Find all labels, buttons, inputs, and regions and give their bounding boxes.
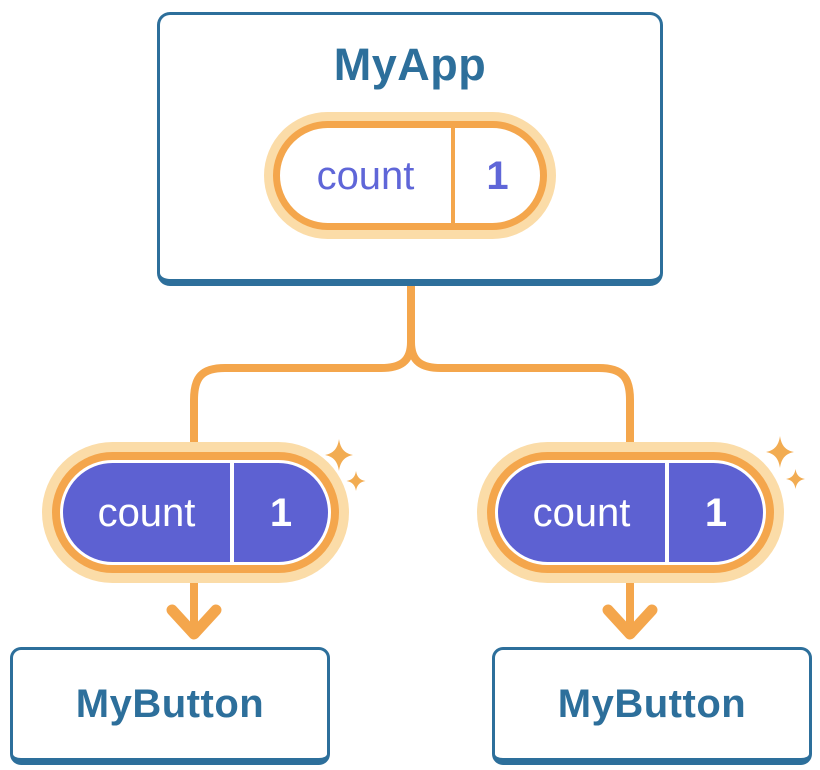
pill-value: 1 — [269, 490, 293, 535]
pill-label: count — [316, 153, 415, 198]
prop-pill-left: count 1 — [60, 460, 331, 565]
sparkle-icon — [766, 436, 794, 468]
prop-pill-right: count 1 — [495, 460, 766, 565]
pill-divider — [451, 128, 455, 223]
component-card-mybutton-right: MyButton — [492, 647, 812, 765]
state-pill: count 1 — [273, 121, 547, 230]
sparkle-icon — [786, 469, 805, 489]
component-title: MyApp — [333, 39, 487, 90]
pill-label: count — [97, 490, 196, 535]
arrow-down-icon — [602, 570, 658, 640]
component-card-mybutton-left: MyButton — [10, 647, 330, 765]
component-title: MyButton — [557, 681, 747, 726]
pill-divider — [230, 463, 234, 562]
tree-branch-left — [190, 282, 415, 452]
pill-value: 1 — [704, 490, 728, 535]
sparkle-icon — [325, 439, 353, 471]
component-card-myapp: MyApp count 1 — [157, 12, 663, 286]
pill-value: 1 — [486, 153, 509, 198]
tree-branch-right — [407, 282, 634, 452]
sparkle-icon — [346, 471, 366, 491]
component-title: MyButton — [75, 681, 265, 726]
arrow-down-icon — [166, 570, 222, 640]
pill-label: count — [532, 490, 631, 535]
pill-divider — [665, 463, 669, 562]
